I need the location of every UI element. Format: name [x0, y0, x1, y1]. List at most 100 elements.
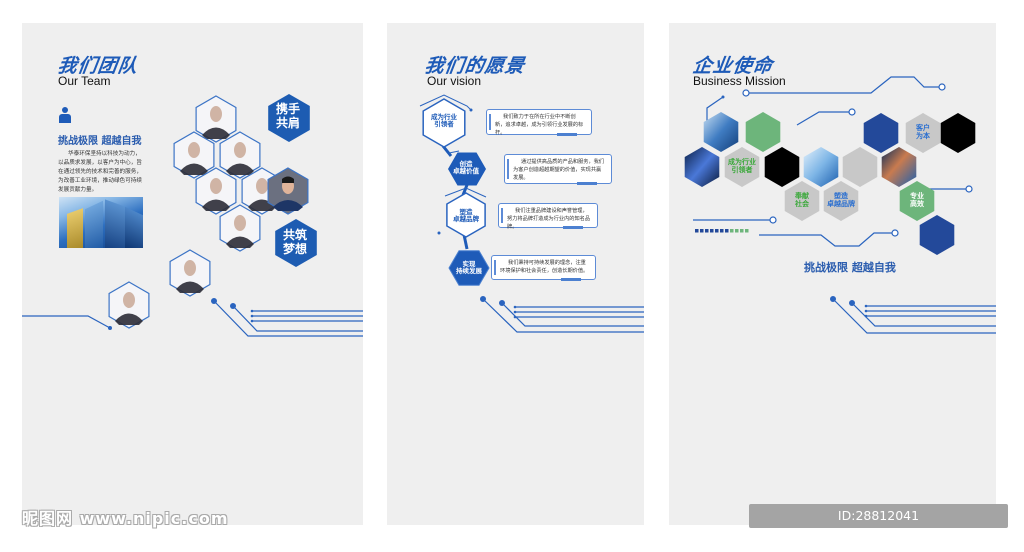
team-member-suit — [176, 281, 204, 293]
circuit-node — [499, 300, 505, 306]
mission-hex — [823, 181, 859, 221]
circuit-line — [482, 298, 644, 333]
mission-hex — [745, 112, 781, 152]
vision-text-3: 我们注重品牌建设和声誉管理，努力将品牌打造成为行业内的知名品牌。 — [498, 203, 598, 230]
mission-hex-label: 塑造 卓越品牌 — [827, 192, 855, 209]
step-label-1: 成为行业 引领者 — [431, 113, 457, 129]
circuit-line — [851, 302, 996, 327]
mission-hex-label: 成为行业 引领者 — [728, 158, 756, 175]
vision-text-1: 我们致力于在所在行业中不断创新，追求卓越，成为引领行业发展的标杆。 — [486, 109, 592, 136]
team-member-suit — [115, 313, 143, 325]
circuit-line — [832, 298, 996, 334]
vision-text-2: 通过提供高品质的产品和服务，我们为客户创造超越期望的价值，实现共赢发展。 — [504, 154, 612, 185]
circuit-node — [250, 309, 254, 313]
progress-dot — [695, 229, 699, 233]
badge-hand-in-hand: 携手 共肩 — [275, 102, 300, 130]
team-slogan: 挑战极限 超越自我 — [58, 136, 142, 147]
vision-text-4: 我们秉持可持续发展的理念，注重环境保护和社会责任，创造长期价值。 — [491, 255, 596, 281]
circuit-node — [891, 229, 899, 237]
circuit-node — [250, 314, 254, 318]
mission-hex — [919, 215, 955, 255]
mission-slogan: 挑战极限 超越自我 — [804, 261, 896, 274]
mission-hex — [842, 147, 878, 187]
vision-title-en: Our vision — [427, 74, 482, 88]
team-paragraph: 华泰环保坚持以科技为动力，以品质求发展，以客户为中心，旨在通过领先的技术和完善的… — [58, 151, 142, 193]
team-featured-suit — [273, 200, 303, 211]
progress-dot — [700, 229, 704, 233]
circuit-node — [437, 231, 441, 235]
circuit-line — [213, 300, 363, 337]
team-member-suit — [202, 199, 230, 211]
mission-hex — [764, 147, 800, 187]
team-member-face — [184, 260, 196, 276]
progress-dot — [725, 229, 729, 233]
team-title-en: Our Team — [58, 74, 111, 88]
circuit-line — [22, 315, 111, 329]
progress-dot — [745, 229, 749, 233]
glass-building-photo — [803, 147, 839, 187]
circuit-node — [938, 83, 946, 91]
circuit-node — [211, 298, 217, 304]
circuit-node — [469, 108, 473, 112]
circuit-line — [232, 305, 363, 332]
watermark-site: 昵图网 www.nipic.com — [22, 509, 229, 528]
step-hex-3-frame — [444, 187, 487, 198]
badge-hex-2 — [275, 219, 317, 267]
team-member-face — [188, 142, 200, 158]
mission-hex — [863, 113, 899, 153]
circuit-node — [864, 304, 868, 308]
step-label-2: 创造 卓越价值 — [453, 160, 479, 176]
team-member-face — [234, 215, 246, 231]
circuit-node — [230, 303, 236, 309]
mission-hex — [940, 113, 976, 153]
progress-dot — [710, 229, 714, 233]
circuit-node — [721, 95, 725, 99]
circuit-node — [513, 315, 517, 319]
mission-hex — [899, 181, 935, 221]
step-hex-1 — [422, 98, 466, 148]
circuit-node — [849, 300, 855, 306]
watermark-id: ID:28812041 NO:20250930184625558106 — [749, 504, 1008, 547]
team-featured-hair — [282, 176, 294, 183]
person-icon — [59, 107, 71, 125]
circuit-node — [250, 319, 254, 323]
team-member-face — [123, 292, 135, 308]
vision-graphics — [419, 94, 644, 333]
circuit-node — [480, 296, 486, 302]
panel-our-team: 我们团队 Our Team 挑战极限 超越自我 华泰环保坚持以科技为动力，以品质… — [22, 23, 363, 525]
step-hex-4 — [448, 250, 490, 286]
team-member-face — [210, 106, 222, 122]
mission-hex-label: 奉献 社会 — [795, 192, 809, 209]
circuit-line — [796, 111, 849, 126]
team-member-suit — [226, 236, 254, 248]
mission-hex-label: 客户 为本 — [916, 124, 930, 141]
team-member-face — [210, 178, 222, 194]
circuit-node — [742, 89, 750, 97]
digital-globe-photo — [881, 147, 917, 187]
circuit-node — [513, 310, 517, 314]
circuit-node — [864, 309, 868, 313]
circuit-node — [108, 326, 112, 330]
mission-graphics — [684, 76, 996, 334]
circuit-line — [749, 76, 939, 94]
mission-hex — [784, 181, 820, 221]
circuit-node — [513, 305, 517, 309]
circuit-node — [830, 296, 836, 302]
mission-hex — [724, 147, 760, 187]
team-member-face — [234, 142, 246, 158]
step-hex-2-frame — [448, 150, 460, 154]
badge-build-dream: 共筑 梦想 — [282, 228, 307, 256]
skyscraper-photo — [59, 197, 143, 248]
circuit-node — [864, 314, 868, 318]
team-graphics — [22, 94, 363, 337]
step-hex-1-frame — [419, 94, 472, 111]
progress-dot — [715, 229, 719, 233]
step-label-4: 实现 持续发展 — [456, 260, 482, 276]
circuit-node — [848, 108, 856, 116]
progress-dot — [705, 229, 709, 233]
team-member-suit — [226, 163, 254, 175]
mission-hex — [905, 113, 941, 153]
circuit-node — [769, 216, 777, 224]
team-member-suit — [180, 163, 208, 175]
progress-dot — [720, 229, 724, 233]
